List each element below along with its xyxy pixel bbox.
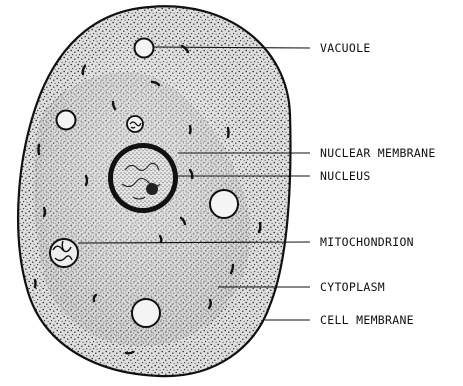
labels: VACUOLE NUCLEAR MEMBRANE NUCLEUS MITOCHO… xyxy=(320,41,436,327)
vacuole-right xyxy=(210,190,238,218)
vacuole-left xyxy=(57,111,76,130)
mitochondrion-small xyxy=(127,116,143,132)
nucleolus xyxy=(146,183,158,195)
vacuole-bottom xyxy=(132,299,160,327)
label-nuclear-membrane: NUCLEAR MEMBRANE xyxy=(320,146,436,160)
nucleus xyxy=(108,143,178,213)
mitochondrion-large xyxy=(50,239,78,267)
label-cell-membrane: CELL MEMBRANE xyxy=(320,313,414,327)
label-mitochondrion: MITOCHONDRION xyxy=(320,235,414,249)
nucleus-body xyxy=(113,148,173,208)
label-cytoplasm: CYTOPLASM xyxy=(320,280,385,294)
vacuole-top xyxy=(135,39,154,58)
label-vacuole: VACUOLE xyxy=(320,41,371,55)
label-nucleus: NUCLEUS xyxy=(320,169,371,183)
